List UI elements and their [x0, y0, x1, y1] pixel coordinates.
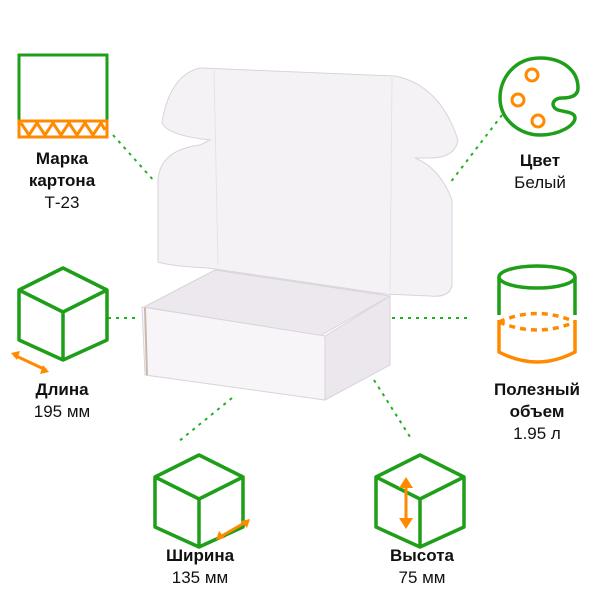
- connector-lines: [108, 114, 503, 443]
- cube-width-icon: [153, 453, 250, 549]
- volume-title-1: Полезный: [494, 380, 580, 399]
- length-label: Длина 195 мм: [0, 379, 132, 423]
- cube-length-icon: [11, 266, 109, 374]
- height-value: 75 мм: [398, 568, 446, 587]
- height-label: Высота 75 мм: [352, 545, 492, 589]
- width-value: 135 мм: [171, 568, 229, 587]
- box-image: [141, 67, 459, 401]
- volume-title-2: объем: [509, 402, 565, 421]
- cube-height-icon: [374, 453, 466, 549]
- carton-value: Т-23: [44, 193, 80, 212]
- cylinder-volume-icon: [497, 264, 577, 364]
- height-title: Высота: [390, 546, 454, 565]
- color-title: Цвет: [519, 151, 561, 170]
- corrugated-board-icon: [17, 53, 109, 139]
- length-title: Длина: [35, 380, 89, 399]
- volume-label: Полезный объем 1.95 л: [467, 379, 600, 445]
- palette-icon: [498, 56, 580, 137]
- length-value: 195 мм: [33, 402, 91, 421]
- width-label: Ширина 135 мм: [130, 545, 270, 589]
- carton-grade-label: Марка картона Т-23: [0, 148, 132, 214]
- carton-title-1: Марка: [35, 149, 89, 168]
- width-title: Ширина: [165, 546, 235, 565]
- color-value: Белый: [514, 173, 566, 192]
- carton-title-2: картона: [28, 171, 96, 190]
- volume-value: 1.95 л: [513, 424, 561, 443]
- color-label: Цвет Белый: [470, 150, 600, 194]
